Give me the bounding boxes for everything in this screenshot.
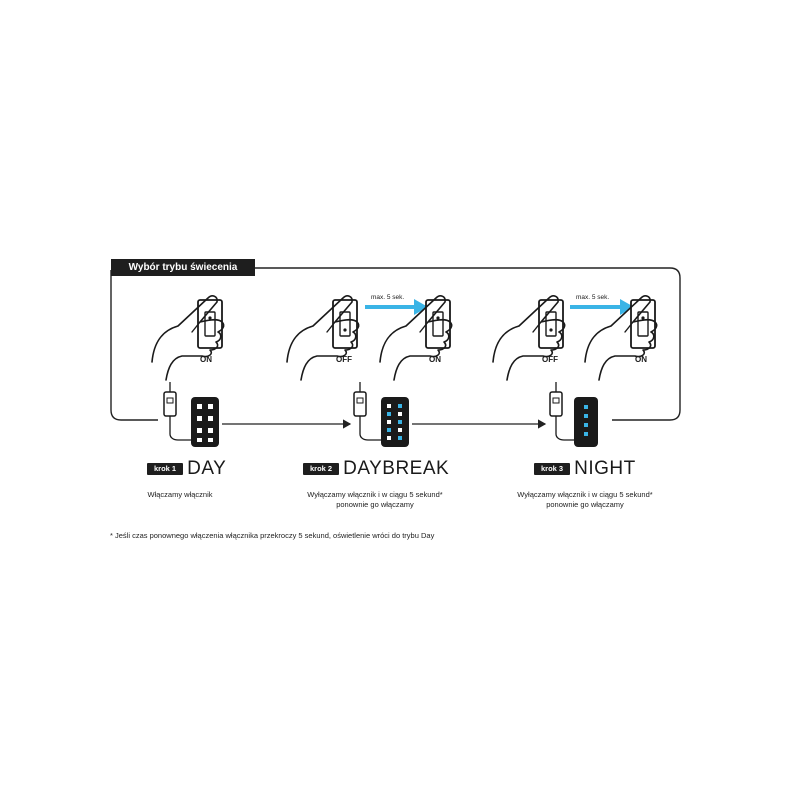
led-panel-day (191, 397, 219, 447)
section-title: Wybór trybu świecenia (111, 259, 255, 276)
step-badge: krok 3 (534, 463, 571, 475)
controller-icon (163, 381, 193, 441)
led-dots-night (584, 405, 588, 436)
step-badge: krok 2 (303, 463, 340, 475)
controller-icon (549, 381, 579, 441)
frame-left-line (110, 270, 158, 421)
timing-label: max. 5 sek. (371, 294, 405, 301)
switch-label-on: ON (635, 355, 647, 364)
timing-arrow-head (620, 299, 634, 315)
step-3-description: Wyłączamy włącznik i w ciągu 5 sekund* p… (517, 490, 653, 509)
step-1-title: krok 1 DAY (147, 458, 226, 480)
controller-icon (353, 381, 383, 441)
switch-label-off: OFF (542, 355, 558, 364)
timing-label: max. 5 sek. (576, 294, 610, 301)
step-2-description: Wyłączamy włącznik i w ciągu 5 sekund* p… (307, 490, 443, 509)
led-dots-daybreak (387, 404, 402, 440)
mode-name: NIGHT (574, 458, 636, 479)
switch-label-on: ON (429, 355, 441, 364)
led-panel-daybreak (381, 397, 409, 447)
step-badge: krok 1 (147, 463, 184, 475)
switch-label-off: OFF (336, 355, 352, 364)
timing-arrow-head (414, 299, 428, 315)
step-2-title: krok 2 DAYBREAK (303, 458, 449, 480)
step-3-title: krok 3 NIGHT (534, 458, 636, 480)
switch-label-on: ON (200, 355, 212, 364)
frame-line (255, 267, 681, 421)
footnote: * Jeśli czas ponownego włączenia włączni… (110, 531, 435, 540)
mode-name: DAYBREAK (343, 458, 450, 479)
led-dots-day (197, 404, 213, 442)
mode-name: DAY (187, 458, 227, 479)
step-1-description: Włączamy włącznik (147, 490, 213, 499)
led-panel-night (574, 397, 598, 447)
